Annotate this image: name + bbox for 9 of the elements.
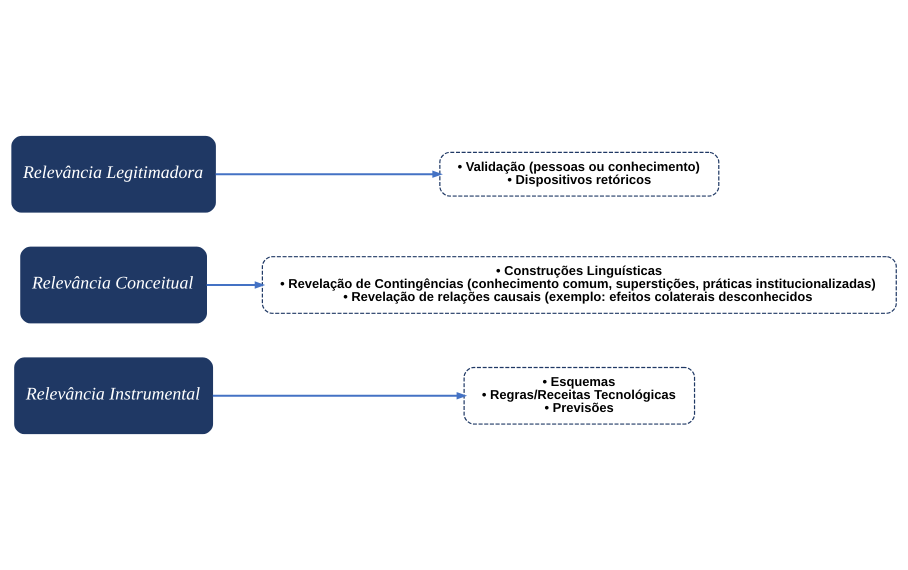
node-box: • Construções Linguísticas • Revelação de Contingências (conhecimento comum, superstições, práticas institucionalizadas) • Revelação de relações causais (exemplo: efeitos colaterais desconhecidos [262, 256, 897, 314]
arrow [216, 170, 443, 178]
node-box: Relevância Conceitual [20, 246, 207, 324]
arrow [212, 392, 468, 400]
node-box: • Esquemas • Regras/Receitas Tecnológicas • Previsões [464, 366, 696, 425]
arrow [206, 281, 266, 289]
node-box: • Validação (pessoas ou conhecimento) • Dispositivos retóricos [439, 152, 720, 197]
node-box: Relevância Legitimadora [11, 136, 216, 213]
node-box: Relevância Instrumental [14, 357, 214, 434]
